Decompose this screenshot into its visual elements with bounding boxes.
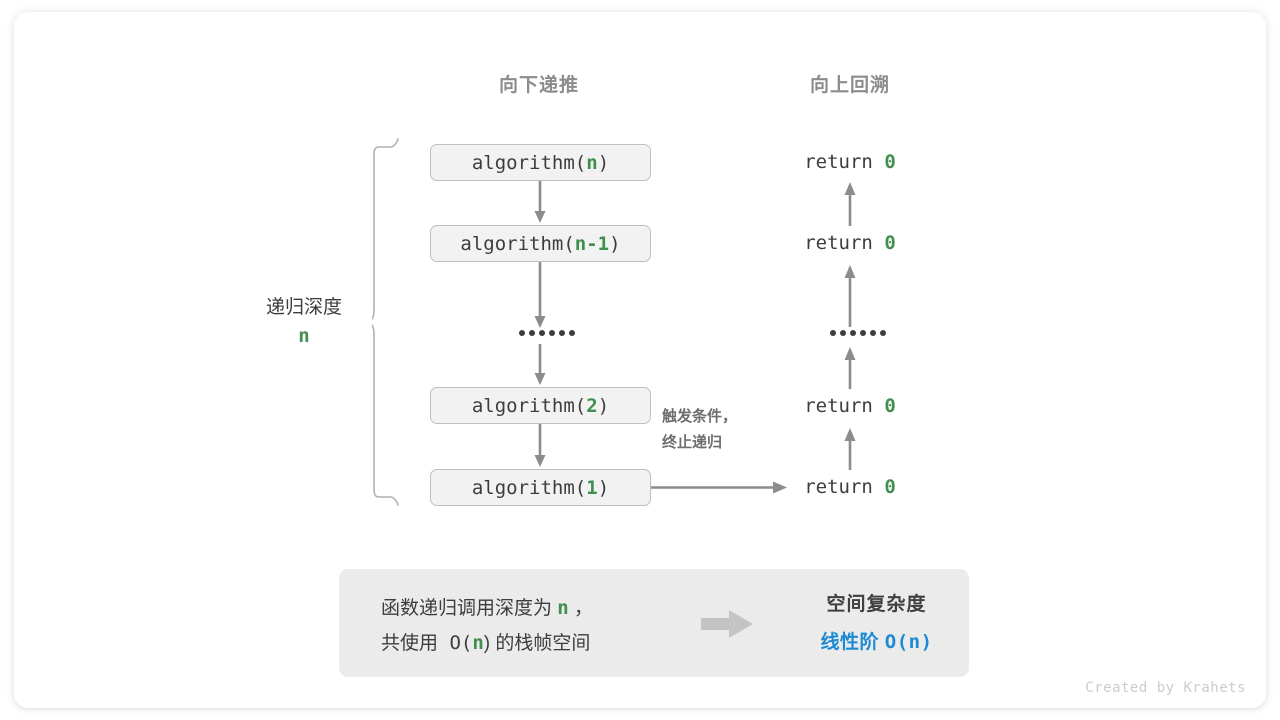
- call-box-fn: algorithm(: [471, 151, 587, 174]
- ellipsis-down-icon: [519, 330, 575, 336]
- call-box-close: ): [597, 476, 610, 499]
- call-box-2[interactable]: algorithm(2): [430, 387, 651, 424]
- return-label-3: return 0: [750, 395, 950, 417]
- summary-line-1-text: 函数递归调用深度为: [381, 598, 558, 619]
- summary-result-order: 线性阶: [820, 632, 885, 653]
- arrow-up-4-icon: [844, 428, 856, 470]
- arrow-base-case-icon: [651, 481, 787, 494]
- return-value: 0: [884, 476, 896, 498]
- depth-label: 递归深度 n: [219, 292, 389, 347]
- call-box-fn: algorithm(: [471, 394, 587, 417]
- call-box-close: ): [609, 232, 621, 255]
- summary-line-1: 函数递归调用深度为 n ，: [381, 591, 593, 626]
- credit-text: Created by Krahets: [1085, 680, 1246, 696]
- return-label-1: return 0: [750, 151, 950, 173]
- arrow-up-2-icon: [844, 265, 856, 327]
- summary-line-1-var: n: [557, 597, 569, 619]
- arrow-up-3-icon: [844, 347, 856, 389]
- arrow-up-1-icon: [844, 182, 856, 226]
- summary-result-value: 线性阶 O(n): [784, 627, 969, 654]
- return-keyword: return: [804, 151, 885, 173]
- call-box-fn: algorithm(: [460, 232, 575, 255]
- return-keyword: return: [804, 395, 885, 417]
- summary-line-1-tail: ，: [568, 598, 594, 619]
- ellipsis-up-icon: [830, 330, 886, 336]
- summary-line-2-text: 共使用 O(: [381, 632, 473, 654]
- return-value: 0: [884, 232, 896, 254]
- call-box-n[interactable]: algorithm(n): [430, 144, 651, 181]
- trigger-line-1: 触发条件，: [662, 408, 738, 425]
- return-label-2: return 0: [750, 232, 950, 254]
- trigger-line-2: 终止递归: [662, 434, 723, 451]
- call-box-n-1[interactable]: algorithm(n-1): [430, 225, 651, 262]
- summary-arrow-right-icon: [701, 610, 753, 638]
- column-header-down: 向下递推: [498, 75, 579, 96]
- trigger-condition-label: 触发条件， 终止递归: [662, 404, 737, 456]
- arrow-down-2-icon: [534, 262, 546, 328]
- call-box-arg: 2: [586, 394, 598, 417]
- return-value: 0: [884, 395, 896, 417]
- depth-label-text: 递归深度: [265, 297, 342, 318]
- diagram-canvas: 向下递推 向上回溯 递归深度 n algorithm(n) algorithm(…: [14, 12, 1266, 708]
- call-box-close: ): [597, 394, 610, 417]
- call-box-arg: n-1: [574, 232, 610, 255]
- summary-line-2-var: n: [472, 632, 484, 654]
- summary-result-title: 空间复杂度: [826, 594, 927, 615]
- arrow-down-3-icon: [534, 344, 546, 385]
- return-keyword: return: [804, 232, 885, 254]
- return-label-4: return 0: [750, 476, 950, 498]
- call-box-close: ): [597, 151, 610, 174]
- summary-panel: 函数递归调用深度为 n ， 共使用 O(n) 的栈帧空间 空间复杂度 线性阶 O…: [339, 569, 969, 677]
- return-value: 0: [884, 151, 896, 173]
- column-header-up: 向上回溯: [809, 75, 890, 96]
- arrow-down-1-icon: [534, 181, 546, 223]
- call-box-fn: algorithm(: [471, 476, 587, 499]
- summary-line-2: 共使用 O(n) 的栈帧空间: [381, 626, 593, 661]
- arrow-down-4-icon: [534, 424, 546, 467]
- summary-description: 函数递归调用深度为 n ， 共使用 O(n) 的栈帧空间: [381, 591, 593, 661]
- summary-line-2-tail: ) 的栈帧空间: [483, 633, 591, 654]
- summary-result-notation: O(n): [884, 631, 933, 653]
- call-box-arg: 1: [586, 476, 598, 499]
- call-box-arg: n: [586, 151, 598, 174]
- depth-brace: [372, 138, 399, 506]
- depth-label-value: n: [298, 325, 310, 347]
- summary-result: 空间复杂度 线性阶 O(n): [784, 589, 969, 654]
- call-box-1[interactable]: algorithm(1): [430, 469, 651, 506]
- return-keyword: return: [804, 476, 885, 498]
